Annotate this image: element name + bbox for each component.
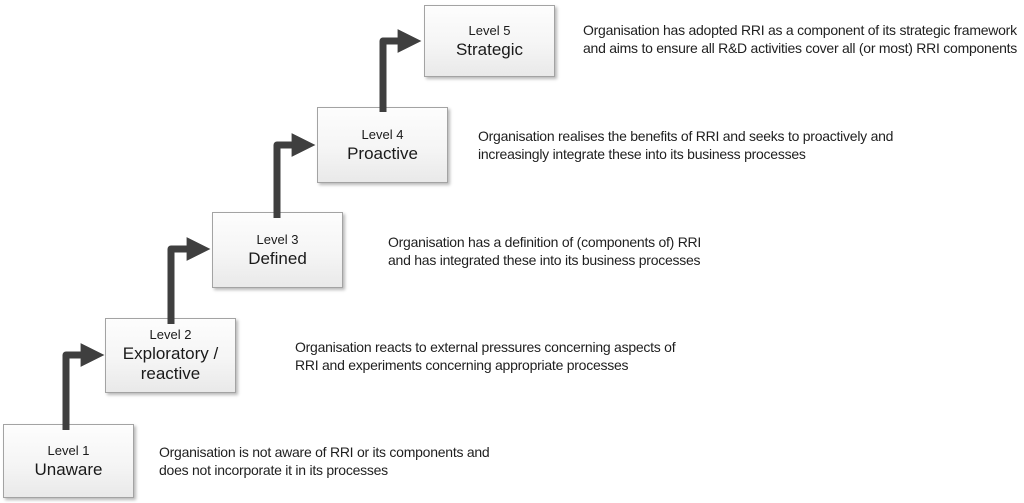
level-3-description: Organisation has a definition of (compon… — [388, 234, 702, 268]
level-5-box: Level 5 Strategic — [424, 5, 555, 77]
level-4-label: Level 4 — [361, 126, 404, 142]
level-4-name: Proactive — [347, 143, 418, 163]
level-2-box: Level 2 Exploratory / reactive — [105, 318, 236, 393]
level-3-name: Defined — [248, 248, 307, 268]
level-2-name: Exploratory / reactive — [122, 344, 219, 383]
level-2-description: Organisation reacts to external pressure… — [295, 339, 676, 373]
level-1-box: Level 1 Unaware — [3, 424, 134, 498]
level-5-name: Strategic — [455, 39, 524, 59]
level-4-description: Organisation realises the benefits of RR… — [478, 128, 894, 162]
level-4-box: Level 4 Proactive — [317, 107, 448, 183]
level-1-description: Organisation is not aware of RRI or its … — [159, 444, 490, 478]
arrow-level4-to-level5-icon — [379, 29, 422, 112]
level-2-label: Level 2 — [149, 327, 192, 342]
level-5-description: Organisation has adopted RRI as a compon… — [583, 22, 1018, 56]
level-1-label: Level 1 — [47, 442, 90, 458]
level-5-label: Level 5 — [468, 22, 511, 38]
arrow-level1-to-level2-icon — [62, 343, 105, 430]
arrow-level2-to-level3-icon — [167, 237, 211, 324]
arrow-level3-to-level4-icon — [273, 133, 316, 218]
level-3-box: Level 3 Defined — [212, 212, 343, 288]
level-1-name: Unaware — [34, 459, 103, 479]
level-3-label: Level 3 — [256, 231, 299, 247]
